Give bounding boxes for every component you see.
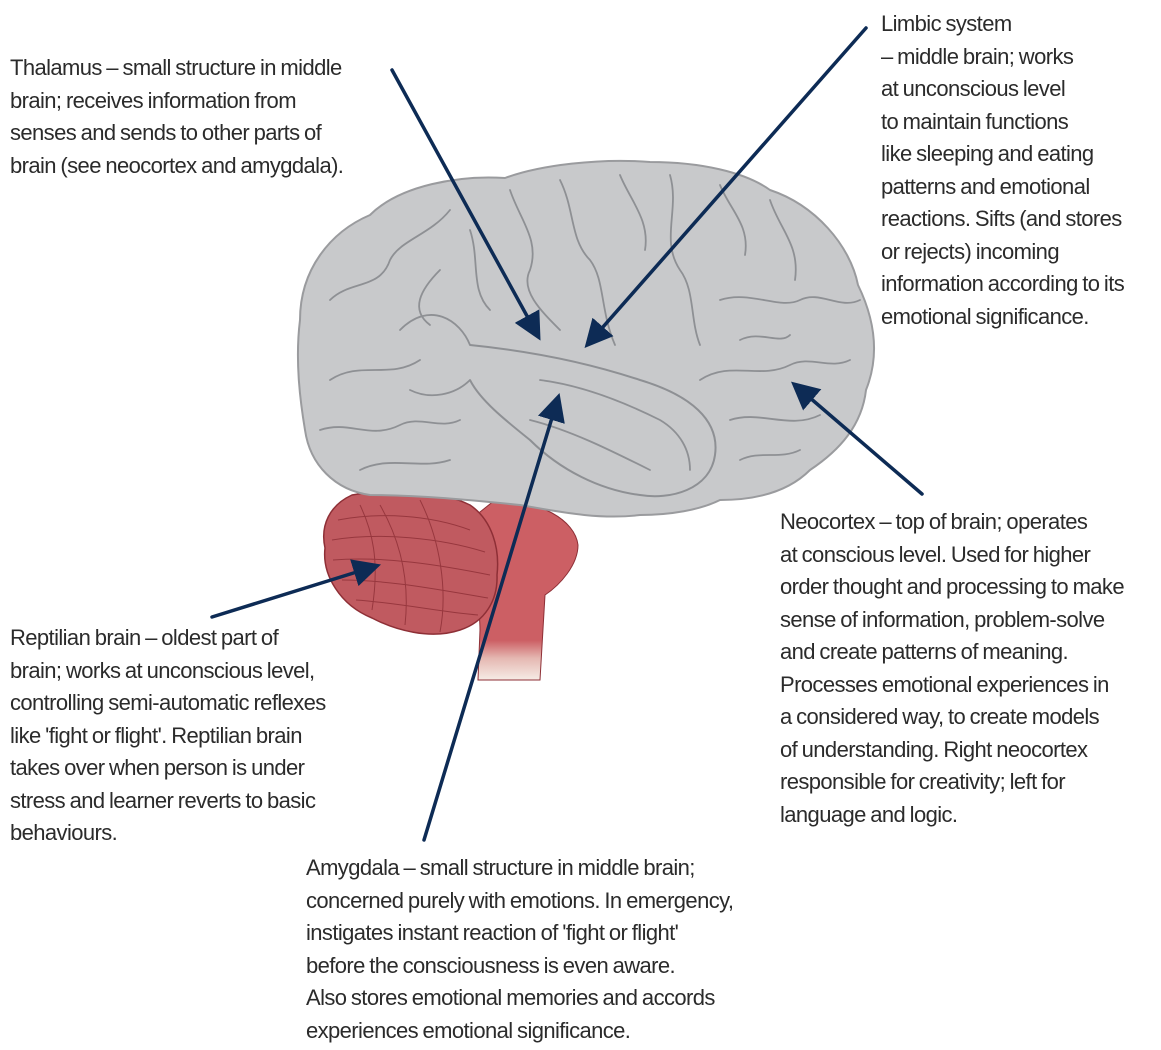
amygdala-line: concerned purely with emotions. In emerg… bbox=[306, 885, 733, 918]
limbic-line: like sleeping and eating bbox=[881, 138, 1124, 171]
reptilian-line: controlling semi-automatic reflexes bbox=[10, 687, 326, 720]
limbic-line: or rejects) incoming bbox=[881, 236, 1124, 269]
neocortex-line: at conscious level. Used for higher bbox=[780, 539, 1124, 572]
amygdala-line: instigates instant reaction of 'fight or… bbox=[306, 917, 733, 950]
amygdala-line: Also stores emotional memories and accor… bbox=[306, 982, 733, 1015]
limbic-line: emotional significance. bbox=[881, 301, 1124, 334]
limbic-line: – middle brain; works bbox=[881, 41, 1124, 74]
cerebellum bbox=[324, 491, 498, 634]
neocortex-line: Processes emotional experiences in bbox=[780, 669, 1124, 702]
amygdala-line: experiences emotional significance. bbox=[306, 1015, 733, 1048]
reptilian-line: stress and learner reverts to basic bbox=[10, 785, 326, 818]
thalamus-label: Thalamus – small structure in middle bra… bbox=[10, 52, 343, 182]
neocortex-line: a considered way, to create models bbox=[780, 701, 1124, 734]
neocortex-line: sense of information, problem-solve bbox=[780, 604, 1124, 637]
thalamus-line: senses and sends to other parts of bbox=[10, 117, 343, 150]
neocortex-line: of understanding. Right neocortex bbox=[780, 734, 1124, 767]
amygdala-line: Amygdala – small structure in middle bra… bbox=[306, 852, 733, 885]
neocortex-line: and create patterns of meaning. bbox=[780, 636, 1124, 669]
amygdala-label: Amygdala – small structure in middle bra… bbox=[306, 852, 733, 1047]
limbic-line: information according to its bbox=[881, 268, 1124, 301]
reptilian-line: behaviours. bbox=[10, 817, 326, 850]
neocortex-line: language and logic. bbox=[780, 799, 1124, 832]
amygdala-line: before the consciousness is even aware. bbox=[306, 950, 733, 983]
limbic-system-label: Limbic system – middle brain; works at u… bbox=[881, 8, 1124, 333]
limbic-line: to maintain functions bbox=[881, 106, 1124, 139]
thalamus-line: brain; receives information from bbox=[10, 85, 343, 118]
neocortex-line: order thought and processing to make bbox=[780, 571, 1124, 604]
limbic-line: reactions. Sifts (and stores bbox=[881, 203, 1124, 236]
reptilian-line: Reptilian brain – oldest part of bbox=[10, 622, 326, 655]
thalamus-line: brain (see neocortex and amygdala). bbox=[10, 150, 343, 183]
reptilian-line: takes over when person is under bbox=[10, 752, 326, 785]
reptilian-line: brain; works at unconscious level, bbox=[10, 655, 326, 688]
reptilian-line: like 'fight or flight'. Reptilian brain bbox=[10, 720, 326, 753]
neocortex-label: Neocortex – top of brain; operates at co… bbox=[780, 506, 1124, 831]
reptilian-brain-label: Reptilian brain – oldest part of brain; … bbox=[10, 622, 326, 850]
neocortex-line: responsible for creativity; left for bbox=[780, 766, 1124, 799]
limbic-line: at unconscious level bbox=[881, 73, 1124, 106]
limbic-line: Limbic system bbox=[881, 8, 1124, 41]
thalamus-line: Thalamus – small structure in middle bbox=[10, 52, 343, 85]
neocortex-line: Neocortex – top of brain; operates bbox=[780, 506, 1124, 539]
limbic-line: patterns and emotional bbox=[881, 171, 1124, 204]
